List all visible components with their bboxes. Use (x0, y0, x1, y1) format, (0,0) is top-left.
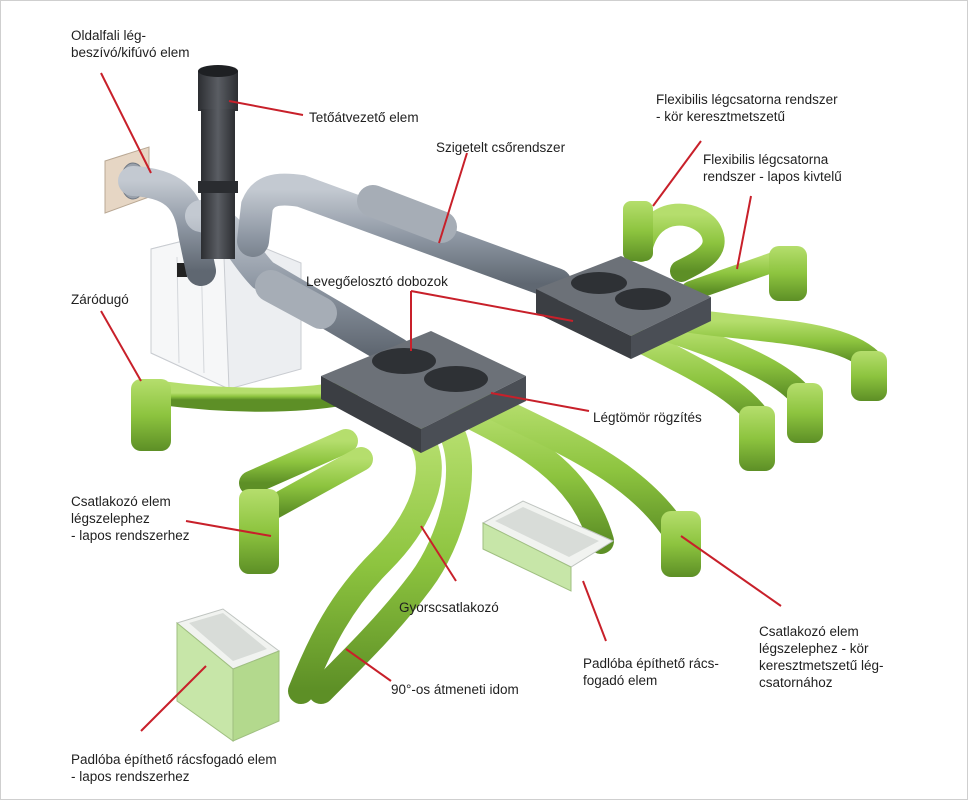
roof-pass-element (198, 65, 238, 259)
label-quick-connector: Gyorscsatlakozó (399, 600, 499, 615)
distribution-box-rear (536, 256, 711, 359)
label-side-wall-element: Oldalfali lég- beszívó/kifúvó elem (71, 28, 190, 60)
label-floor-grille-flat: Padlóba építhető rácsfogadó elem - lapos… (71, 752, 277, 784)
floor-grille-center (481, 500, 615, 592)
floor-grille-left (175, 608, 281, 742)
label-roof-pass-element: Tetőátvezető elem (309, 110, 419, 125)
label-floor-grille-element: Padlóba építhető rács- fogadó elem (583, 656, 719, 688)
label-flexible-round-duct: Flexibilis légcsatorna rendszer - kör ke… (656, 92, 838, 124)
label-insulated-pipe-system: Szigetelt csőrendszer (436, 140, 566, 155)
label-air-distribution-boxes: Levegőelosztó dobozok (306, 274, 448, 289)
label-connector-flat: Csatlakozó elem légszelephez - lapos ren… (71, 494, 190, 543)
connector-cans (131, 201, 887, 577)
label-end-plug: Záródugó (71, 292, 129, 307)
label-seal-fixing: Légtömör rögzítés (593, 410, 702, 425)
label-connector-round: Csatlakozó elem légszelephez - kör keres… (759, 624, 884, 690)
label-flexible-flat-duct: Flexibilis légcsatorna rendszer - lapos … (703, 152, 842, 184)
leader-lines (100, 72, 782, 732)
label-elbow-90: 90°-os átmeneti idom (391, 682, 519, 697)
